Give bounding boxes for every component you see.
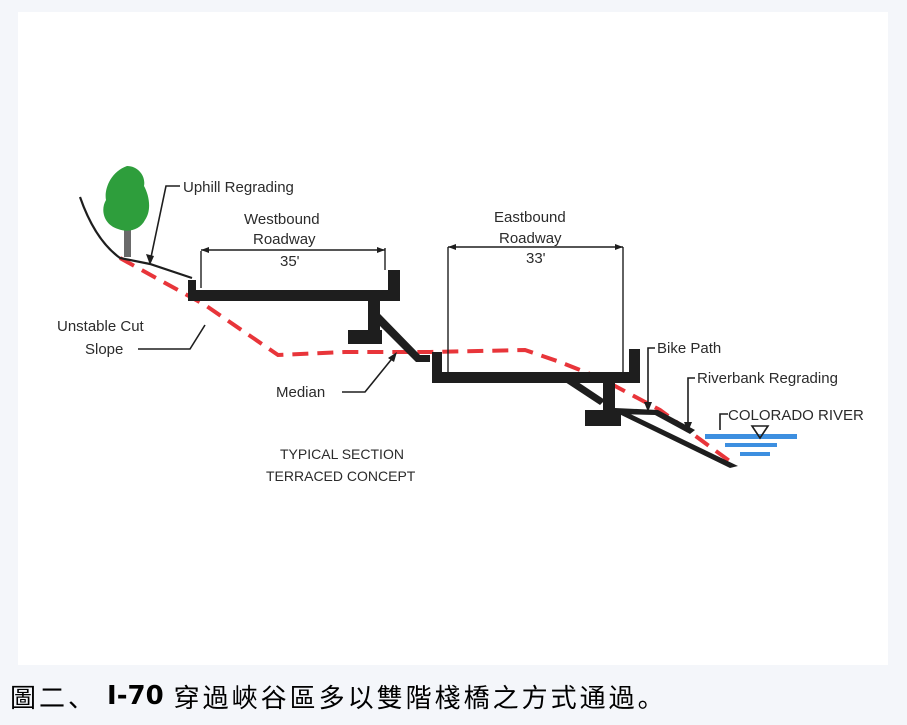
riverbank-regrading-label: Riverbank Regrading bbox=[697, 370, 838, 387]
caption-prefix: 圖二、 bbox=[10, 683, 98, 714]
median-label: Median bbox=[276, 384, 325, 401]
unstable-cut-label-1: Unstable Cut bbox=[57, 318, 145, 335]
eastbound-label-1: Eastbound bbox=[494, 209, 566, 226]
eastbound-dimension bbox=[447, 244, 624, 372]
westbound-width-label: 35' bbox=[280, 253, 300, 270]
westbound-dimension bbox=[200, 247, 386, 288]
median-leader bbox=[342, 354, 396, 393]
riverbank-leader bbox=[687, 377, 695, 428]
section-title-2: TERRACED CONCEPT bbox=[266, 468, 416, 484]
eastbound-width-label: 33' bbox=[526, 250, 546, 267]
eastbound-deck bbox=[432, 349, 640, 426]
figure-caption: 圖二、 I-70 穿過峽谷區多以雙階棧橋之方式通過。 bbox=[10, 672, 900, 720]
westbound-label-2: Roadway bbox=[253, 231, 316, 248]
bike-path-riverbank bbox=[615, 408, 738, 468]
figure-panel: Uphill Regrading Westbound Roadway 35' E… bbox=[18, 12, 888, 665]
river-leader bbox=[719, 413, 728, 430]
bike-path-leader bbox=[647, 347, 655, 408]
river-water-icon bbox=[705, 425, 797, 456]
uphill-regrading-label: Uphill Regrading bbox=[183, 179, 294, 196]
caption-highway: I-70 bbox=[107, 681, 164, 711]
eastbound-label-2: Roadway bbox=[499, 230, 562, 247]
westbound-deck bbox=[188, 270, 430, 362]
hillside-slope bbox=[78, 196, 193, 280]
unstable-leader bbox=[138, 324, 206, 350]
section-title-1: TYPICAL SECTION bbox=[280, 446, 404, 462]
original-grade-dashed-line bbox=[119, 256, 737, 467]
unstable-cut-label-2: Slope bbox=[85, 341, 123, 358]
colorado-river-label: COLORADO RIVER bbox=[728, 407, 864, 424]
tree-icon bbox=[103, 166, 150, 257]
bike-path-label: Bike Path bbox=[657, 340, 721, 357]
caption-text: 穿過峽谷區多以雙階棧橋之方式通過。 bbox=[173, 683, 667, 714]
uphill-leader bbox=[149, 185, 180, 263]
terraced-section-diagram: Uphill Regrading Westbound Roadway 35' E… bbox=[57, 166, 864, 484]
westbound-label-1: Westbound bbox=[244, 211, 320, 228]
